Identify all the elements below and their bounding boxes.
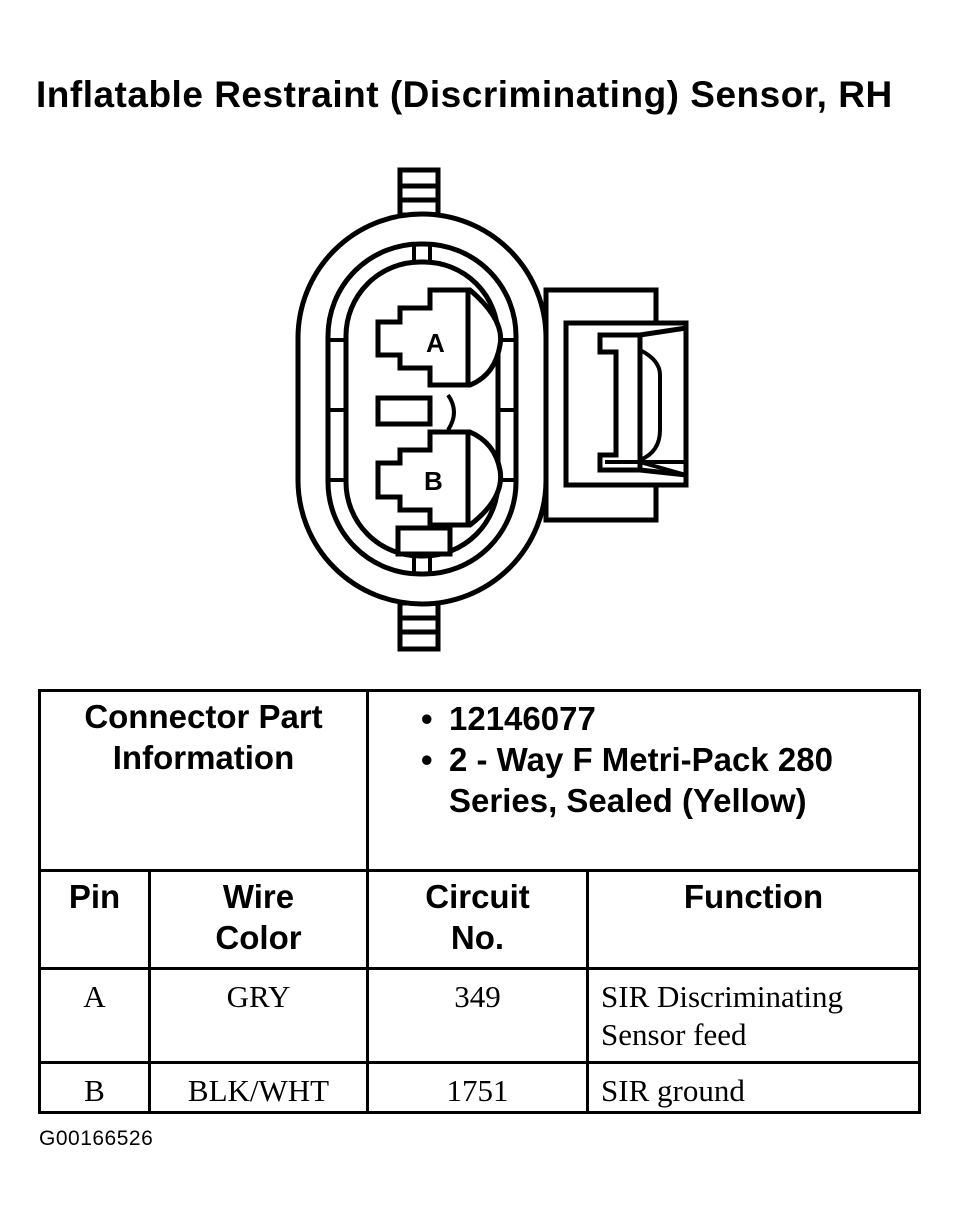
- bullet-icon: •: [421, 741, 433, 778]
- pin-b-label: B: [424, 466, 443, 496]
- row-a-pin: A: [38, 967, 151, 1064]
- row-a-function: SIR Discriminating Sensor feed: [586, 967, 921, 1064]
- terminal-cavity-b: [375, 429, 504, 528]
- row-b-pin: B: [38, 1061, 151, 1114]
- connector-face-drawing: A B: [295, 167, 689, 652]
- table-row: B BLK/WHT 1751 SIR ground: [38, 1061, 921, 1114]
- column-header-row: Pin Wire Color Circuit No. Function: [38, 869, 921, 970]
- part-info-values-cell: • 12146077 • 2 - Way F Metri-Pack 280 Se…: [366, 689, 921, 872]
- row-a-circuit: 349: [366, 967, 589, 1064]
- housing-ribs: [328, 244, 516, 574]
- bottom-lock-tab: [397, 600, 441, 652]
- center-key: [375, 395, 433, 427]
- header-function: Function: [586, 869, 921, 970]
- terminal-cavity-a: [375, 287, 504, 388]
- header-circuit-no: Circuit No.: [366, 869, 589, 970]
- row-a-wire-color: GRY: [148, 967, 369, 1064]
- part-info-row: Connector Part Information • 12146077 • …: [38, 689, 921, 872]
- bottom-key: [395, 525, 453, 557]
- cpa-latch: [543, 287, 689, 523]
- connector-info-table: Connector Part Information • 12146077 • …: [38, 689, 921, 1114]
- part-info-item: • 12146077: [421, 698, 918, 739]
- row-b-circuit: 1751: [366, 1061, 589, 1114]
- row-b-function: SIR ground: [586, 1061, 921, 1114]
- diagram-title: Inflatable Restraint (Discriminating) Se…: [36, 74, 893, 115]
- table-row: A GRY 349 SIR Discriminating Sensor feed: [38, 967, 921, 1064]
- bullet-icon: •: [421, 700, 433, 737]
- pin-a-label: A: [426, 328, 445, 358]
- part-description: 2 - Way F Metri-Pack 280 Series, Sealed …: [449, 741, 833, 819]
- header-wire-color: Wire Color: [148, 869, 369, 970]
- part-info-label: Connector Part Information: [84, 698, 323, 776]
- top-lock-tab: [397, 167, 441, 218]
- part-info-list: • 12146077 • 2 - Way F Metri-Pack 280 Se…: [421, 698, 918, 821]
- part-info-label-cell: Connector Part Information: [38, 689, 369, 872]
- header-circuit-no-text: Circuit No.: [425, 878, 530, 956]
- part-info-item: • 2 - Way F Metri-Pack 280 Series, Seale…: [421, 739, 918, 821]
- row-b-wire-color: BLK/WHT: [148, 1061, 369, 1114]
- part-number: 12146077: [449, 700, 596, 737]
- figure-id: G00166526: [39, 1127, 154, 1150]
- header-wire-color-text: Wire Color: [215, 878, 302, 956]
- header-pin: Pin: [38, 869, 151, 970]
